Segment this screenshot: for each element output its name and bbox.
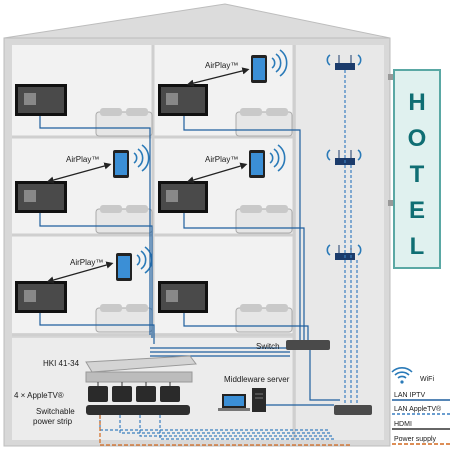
- appletv-icon: [160, 386, 180, 402]
- airplay-label: AirPlay™: [205, 155, 238, 164]
- hotel-letter: E: [409, 197, 425, 224]
- legend-lan-appletv: LAN AppleTV®: [394, 405, 442, 413]
- wifi-icon: [133, 144, 150, 172]
- laptop-icon: [218, 394, 250, 411]
- hotel-letter: H: [408, 89, 425, 116]
- wifi-icon: [391, 367, 413, 384]
- bed-icon: [95, 304, 153, 333]
- tv-icon: [15, 181, 67, 213]
- appletv-group: 4 × AppleTV®: [14, 382, 180, 402]
- building: [3, 3, 391, 447]
- power-strip-label-1: Switchable: [36, 407, 75, 416]
- legend-hdmi: HDMI: [394, 421, 412, 428]
- legend-wifi: WiFi: [420, 376, 434, 383]
- wifi-icon: [326, 54, 362, 66]
- airplay-links: AirPlay™ AirPlay™ AirPlay™ AirPlay™: [46, 61, 250, 284]
- hki-device: HKI 41-34: [43, 355, 197, 383]
- hki-label: HKI 41-34: [43, 359, 80, 368]
- lan-iptv-cables: [39, 116, 340, 401]
- power-strip: Switchable power strip: [33, 405, 350, 446]
- server-icon: [252, 388, 266, 412]
- legend-power: Power supply: [394, 436, 437, 443]
- tablet-icon: [113, 150, 129, 178]
- appletv-icon: [136, 386, 156, 402]
- wifi-icon: [271, 49, 288, 77]
- bed-icon: [95, 108, 153, 137]
- legend: WiFi LAN IPTV LAN AppleTV® HDMI Power su…: [391, 367, 450, 445]
- appletv-icon: [88, 386, 108, 402]
- airplay-label: AirPlay™: [70, 258, 103, 267]
- bed-icon: [235, 108, 293, 137]
- wifi-icons: [133, 49, 362, 274]
- hotel-sign: H O T E L: [388, 69, 441, 269]
- switch-icon: [334, 405, 372, 415]
- switch-icon: Switch: [256, 340, 330, 351]
- router-icon: [335, 55, 355, 70]
- wifi-icon: [269, 144, 286, 172]
- hotel-letter: L: [410, 233, 425, 260]
- tv-icon: [158, 181, 208, 213]
- tv-icon: [15, 84, 67, 116]
- appletv-label: 4 × AppleTV®: [14, 391, 64, 400]
- wifi-icon: [326, 149, 362, 161]
- bed-icon: [235, 304, 293, 333]
- switch-label: Switch: [256, 342, 280, 351]
- hotel-letter: T: [410, 161, 425, 188]
- wifi-icon: [326, 244, 362, 256]
- middleware-server: Middleware server: [218, 375, 334, 412]
- legend-lan-iptv: LAN IPTV: [394, 392, 425, 399]
- bed-icon: [235, 205, 293, 234]
- tv-icon: [158, 281, 208, 313]
- tv-icon: [158, 84, 208, 116]
- tablet-icon: [249, 150, 265, 178]
- tv-icon: [15, 281, 67, 313]
- appletv-icon: [112, 386, 132, 402]
- tablet-icon: [251, 55, 267, 83]
- power-strip-label-2: power strip: [33, 417, 73, 426]
- airplay-label: AirPlay™: [205, 61, 238, 70]
- bed-icon: [95, 205, 153, 234]
- tablet-icon: [116, 253, 132, 281]
- middleware-label: Middleware server: [224, 375, 290, 384]
- airplay-label: AirPlay™: [66, 155, 99, 164]
- hotel-letter: O: [408, 125, 427, 152]
- rooms: [15, 55, 293, 333]
